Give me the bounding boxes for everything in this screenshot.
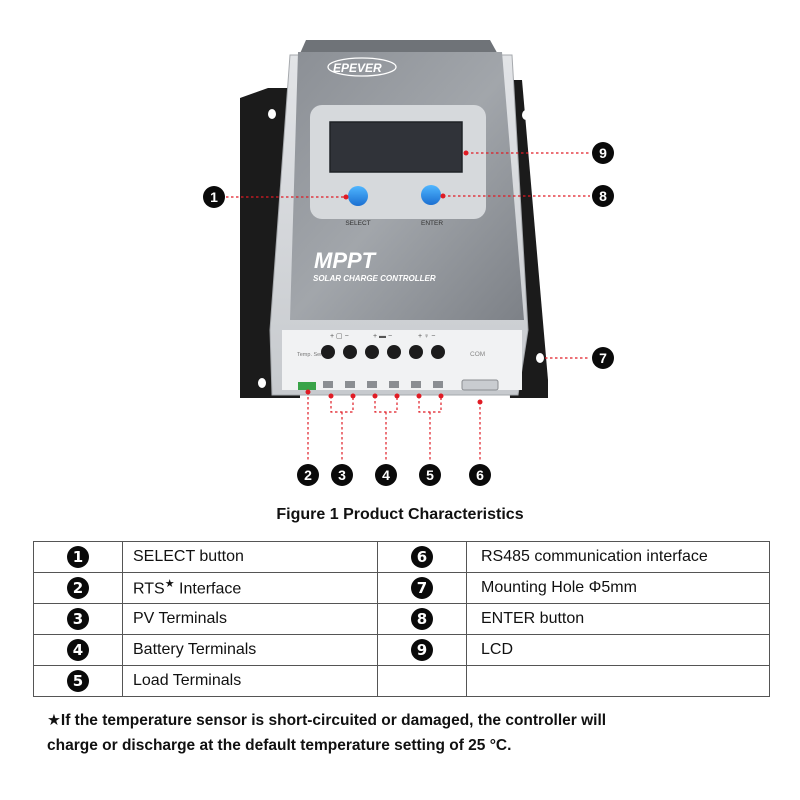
callout-badge-4: 4: [375, 464, 397, 486]
legend-badge: 2: [67, 577, 89, 599]
terminal-screws: [321, 345, 445, 359]
svg-text:2: 2: [304, 467, 312, 483]
legend-empty-cell: [466, 665, 770, 697]
lcd-screen: [329, 121, 463, 173]
svg-text:8: 8: [599, 188, 607, 204]
legend-desc: ENTER button: [466, 603, 770, 635]
com-label: COM: [470, 351, 485, 358]
svg-text:4: 4: [382, 467, 390, 483]
legend-row: 5 Load Terminals: [33, 665, 770, 697]
legend-badge: 1: [67, 546, 89, 568]
rs485-port: [461, 379, 499, 391]
svg-text:6: 6: [476, 467, 484, 483]
svg-text:+ ▬ −: + ▬ −: [373, 333, 392, 340]
legend-badge: 7: [411, 577, 433, 599]
legend-row: 1 SELECT button 6 RS485 communication in…: [33, 541, 770, 573]
enter-button[interactable]: [421, 185, 441, 205]
svg-text:5: 5: [426, 467, 434, 483]
legend-row: 3 PV Terminals 8 ENTER button: [33, 603, 770, 635]
svg-text:7: 7: [599, 350, 607, 366]
callout-badge-2: 2: [297, 464, 319, 486]
svg-text:+ ▢ −: + ▢ −: [330, 333, 349, 340]
brand-logo-text: EPEVER: [333, 61, 382, 75]
callout-badge-3: 3: [331, 464, 353, 486]
legend-row: 4 Battery Terminals 9 LCD: [33, 634, 770, 666]
figure-caption: Figure 1 Product Characteristics: [276, 506, 524, 523]
callout-badge-6: 6: [469, 464, 491, 486]
legend-badge: 3: [67, 608, 89, 630]
svg-text:1: 1: [210, 189, 218, 205]
callout-badge-5: 5: [419, 464, 441, 486]
callout-badge-1: 1: [203, 186, 225, 208]
svg-text:+ ♀ −: + ♀ −: [418, 333, 435, 340]
footnote: ★If the temperature sensor is short-circ…: [47, 708, 767, 758]
terminal-ports: [323, 381, 443, 388]
legend-badge: 4: [67, 639, 89, 661]
legend-desc: LCD: [466, 634, 770, 666]
legend-desc: Battery Terminals: [122, 634, 378, 666]
legend-desc-tail: Interface: [174, 580, 242, 598]
footnote-line-2: charge or discharge at the default tempe…: [47, 737, 512, 754]
product-diagram: EPEVER SELECT ENTER MPPT SOLAR CHARGE CO…: [203, 40, 614, 486]
legend-desc: SELECT button: [122, 541, 378, 573]
terminal-symbols: + ▢ − + ▬ − + ♀ −: [330, 333, 435, 340]
legend-desc: RTS★ Interface: [122, 572, 378, 604]
callout-badge-8: 8: [592, 185, 614, 207]
legend-desc: Load Terminals: [122, 665, 378, 697]
temp-sensor-label: Temp. Sensor: [297, 352, 331, 358]
legend-table: 1 SELECT button 6 RS485 communication in…: [33, 541, 770, 697]
rts-port: [298, 382, 316, 390]
footnote-line-1: ★If the temperature sensor is short-circ…: [47, 712, 607, 729]
legend-badge: 9: [411, 639, 433, 661]
legend-desc: PV Terminals: [122, 603, 378, 635]
enter-label: ENTER: [421, 220, 443, 227]
legend-desc-main: RTS: [133, 580, 165, 598]
model-title: MPPT: [314, 248, 377, 273]
legend-desc: Mounting Hole Φ5mm: [466, 572, 770, 604]
legend-empty-cell: [377, 665, 467, 697]
model-subtitle: SOLAR CHARGE CONTROLLER: [313, 274, 436, 283]
legend-badge: 6: [411, 546, 433, 568]
callout-badge-9: 9: [592, 142, 614, 164]
callout-badge-7: 7: [592, 347, 614, 369]
star-mark: ★: [164, 578, 175, 591]
callout-dots: [305, 150, 483, 405]
select-button[interactable]: [348, 186, 368, 206]
svg-text:3: 3: [338, 467, 346, 483]
svg-text:9: 9: [599, 145, 607, 161]
select-label: SELECT: [345, 220, 370, 227]
legend-desc: RS485 communication interface: [466, 541, 770, 573]
mounting-hole: [536, 353, 544, 363]
legend-row: 2 RTS★ Interface 7 Mounting Hole Φ5mm: [33, 572, 770, 604]
brand-logo: EPEVER: [327, 57, 397, 77]
callout-lines: [226, 152, 590, 462]
legend-badge: 5: [67, 670, 89, 692]
legend-badge: 8: [411, 608, 433, 630]
